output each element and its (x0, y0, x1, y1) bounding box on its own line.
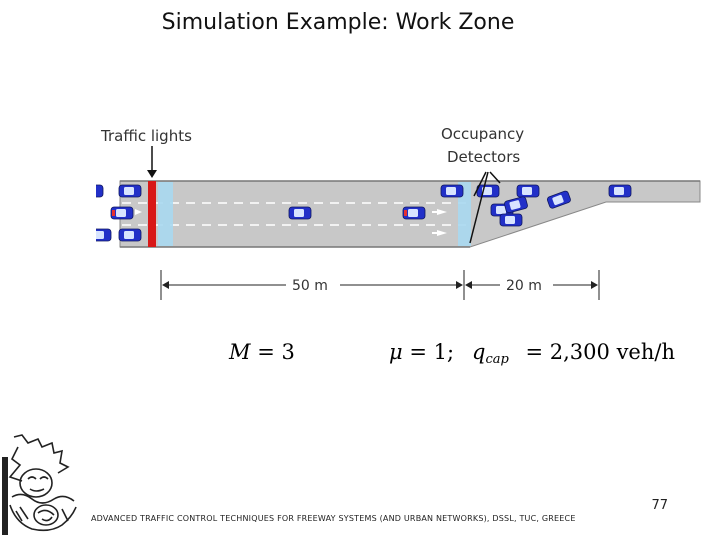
work-zone-diagram: Traffic lights Occupancy Detectors 50 m … (96, 125, 701, 300)
detector-strip-left (158, 182, 173, 246)
detectors-label-line1: Occupancy (441, 125, 524, 143)
traffic-light-bar (148, 181, 156, 247)
detectors-label-line2: Detectors (447, 148, 520, 166)
vehicle (476, 184, 500, 198)
slide-title: Simulation Example: Work Zone (161, 10, 515, 35)
vehicle (504, 196, 528, 214)
vehicle (440, 184, 464, 198)
m-variable: M (229, 340, 251, 364)
q-subscript: cap (485, 352, 509, 367)
m-value: = 3 (250, 340, 295, 364)
vehicle (499, 213, 523, 227)
traffic-lights-label: Traffic lights (100, 127, 192, 145)
vehicle (110, 206, 134, 220)
detector-strip-right (458, 182, 471, 246)
dimension-arrowheads (162, 281, 598, 289)
equation-mu: μ = 1; (389, 340, 454, 364)
lane-arrows (135, 209, 447, 236)
vehicles (96, 184, 632, 242)
equation-qcap: qcap = 2,300 veh/h (472, 340, 675, 367)
vehicle (608, 184, 632, 198)
vehicle (118, 184, 142, 198)
page-number: 77 (651, 498, 668, 513)
vehicle (546, 190, 571, 209)
vehicle (118, 228, 142, 242)
dimension-50m: 50 m (292, 278, 328, 294)
vehicle (516, 184, 540, 198)
vehicle (402, 206, 426, 220)
university-logo-icon (2, 434, 77, 535)
mu-variable: μ (389, 340, 403, 364)
detector-pointer-lines (469, 171, 501, 244)
traffic-lights-arrowhead (147, 170, 157, 178)
q-variable: qcap (472, 340, 509, 367)
vehicle (96, 184, 104, 198)
dimension-20m: 20 m (506, 278, 542, 294)
vehicle (288, 206, 312, 220)
footer-text: ADVANCED TRAFFIC CONTROL TECHNIQUES FOR … (91, 514, 576, 523)
q-value: = 2,300 veh/h (525, 340, 675, 364)
equation-m: M = 3 (229, 340, 295, 364)
dimension-lines (160, 270, 600, 300)
vehicle (96, 228, 112, 242)
mu-value: = 1; (402, 340, 455, 364)
